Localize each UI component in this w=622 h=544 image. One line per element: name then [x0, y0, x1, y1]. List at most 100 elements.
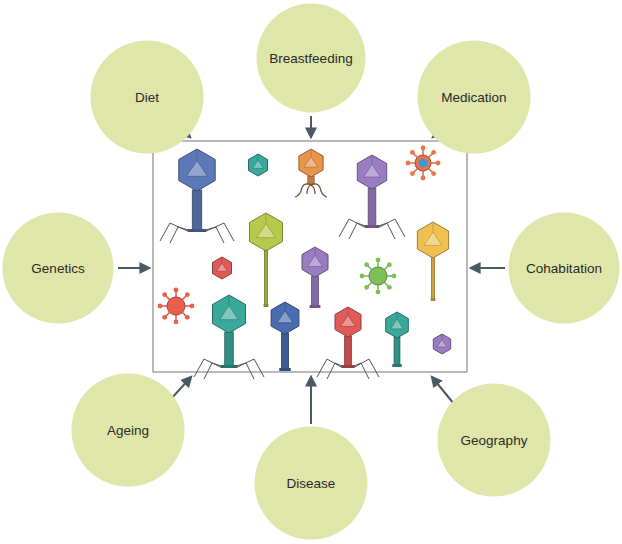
- phage-drawings: [158, 146, 451, 379]
- phage-part: [311, 149, 312, 157]
- phage-part: [160, 223, 188, 241]
- factor-label: Cohabitation: [508, 261, 620, 276]
- phage-part: [238, 359, 264, 377]
- circle-fill: [3, 213, 114, 324]
- phage: [271, 302, 299, 371]
- phage-part: [206, 223, 234, 241]
- capsid-facet: [220, 305, 239, 319]
- phage-part: [327, 363, 345, 379]
- phage-part: [233, 363, 254, 379]
- phage-part: [279, 368, 291, 371]
- phage-part: [376, 223, 395, 239]
- capsid: [213, 295, 246, 333]
- phage-part: [364, 285, 369, 290]
- capsid: [386, 312, 409, 338]
- phage-part: [415, 155, 431, 171]
- capsid-facet: [187, 161, 208, 177]
- phage-part: [410, 150, 415, 155]
- phage: [194, 295, 264, 379]
- phage: [360, 258, 397, 295]
- capsid: [250, 213, 283, 251]
- factor-label: Disease: [254, 476, 368, 491]
- capsid: [302, 247, 328, 277]
- phage: [158, 288, 195, 325]
- factor-circle: Disease: [254, 426, 368, 540]
- phage-part: [431, 150, 436, 155]
- phage-part: [190, 304, 195, 309]
- factor-label: Genetics: [2, 261, 114, 276]
- phage-part: [310, 305, 321, 308]
- capsid: [299, 149, 323, 177]
- capsid-facet: [364, 164, 381, 177]
- phage-part: [406, 161, 411, 166]
- capsid-facet: [257, 223, 276, 237]
- phage: [249, 154, 268, 176]
- capsid-facet: [341, 315, 356, 326]
- phage: [317, 307, 379, 379]
- phage-part: [158, 304, 163, 309]
- capsid-facet: [217, 263, 228, 271]
- tail: [312, 276, 319, 306]
- phage-part: [311, 184, 327, 197]
- tail: [394, 337, 400, 365]
- phage-part: [376, 258, 381, 263]
- capsid: [357, 155, 386, 189]
- phage-part: [421, 146, 426, 151]
- phage-part: [392, 274, 397, 279]
- phage-part: [204, 363, 225, 379]
- factor-circle: Ageing: [71, 373, 185, 487]
- factor-label: Breastfeeding: [256, 51, 366, 66]
- phage-part: [311, 185, 315, 194]
- tail: [192, 190, 201, 230]
- phage: [160, 149, 234, 243]
- factor-circle: Breastfeeding: [256, 3, 366, 113]
- tail: [265, 250, 268, 305]
- factor-label: Medication: [417, 90, 531, 105]
- phage-part: [387, 285, 392, 290]
- phage-part: [369, 267, 387, 285]
- phage: [213, 257, 232, 279]
- phage-part: [364, 262, 369, 267]
- phage-part: [376, 290, 381, 295]
- phage-part: [307, 185, 311, 194]
- phage: [339, 155, 405, 239]
- phage-part: [387, 262, 392, 267]
- phage-part: [202, 227, 224, 243]
- phage-part: [431, 298, 436, 301]
- virome-box: [153, 141, 467, 372]
- phage-part: [174, 288, 179, 293]
- phage-part: [315, 247, 316, 255]
- tail: [432, 257, 435, 299]
- phage-part: [258, 154, 259, 160]
- phage-part: [410, 171, 415, 176]
- circle-fill: [509, 213, 620, 324]
- circle-fill: [91, 41, 204, 154]
- phage: [433, 334, 450, 354]
- factor-label: Diet: [90, 90, 204, 105]
- tail: [225, 332, 234, 366]
- capsid: [213, 257, 232, 279]
- phage-part: [170, 227, 192, 243]
- circle-fill: [257, 4, 366, 113]
- factor-label: Geography: [437, 433, 551, 448]
- phage-part: [351, 363, 369, 379]
- capsid-facet: [304, 157, 318, 168]
- tail: [345, 336, 352, 366]
- phage-part: [185, 315, 190, 320]
- capsid-facet: [437, 340, 447, 348]
- factor-circle: Geography: [437, 383, 551, 497]
- phage-part: [436, 161, 441, 166]
- factor-label: Ageing: [71, 423, 185, 438]
- circle-fill: [418, 41, 531, 154]
- circle-fill: [72, 374, 185, 487]
- influence-arrows: [118, 116, 505, 424]
- circle-fill: [438, 384, 551, 497]
- capsid: [249, 154, 268, 176]
- phage-part: [194, 359, 220, 377]
- capsid: [179, 149, 215, 191]
- phage-part: [392, 364, 401, 367]
- phage-part: [372, 155, 373, 164]
- phage-part: [348, 307, 349, 315]
- phage-part: [285, 302, 286, 311]
- phage-part: [421, 176, 426, 181]
